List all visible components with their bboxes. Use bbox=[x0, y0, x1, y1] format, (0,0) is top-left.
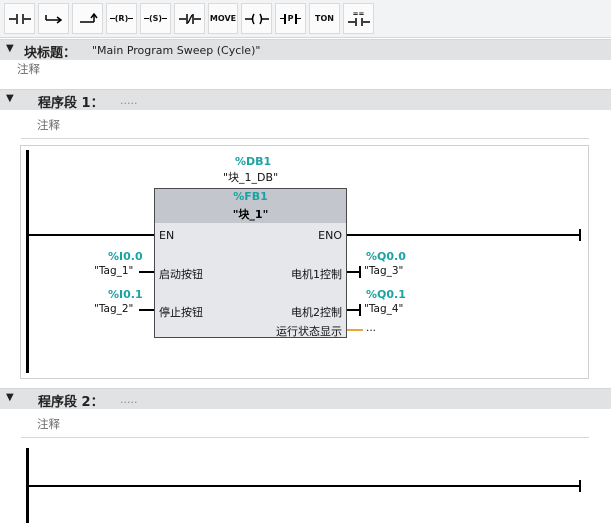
move-button[interactable]: MOVE bbox=[208, 3, 238, 34]
function-block-box[interactable]: %FB1 "块_1" EN ENO 启动按钮 停止按钮 电机1控制 电机2控制 … bbox=[154, 188, 347, 338]
move-label: MOVE bbox=[209, 14, 237, 23]
wire-end-marker bbox=[579, 480, 581, 492]
output-1-tag[interactable]: "Tag_3" bbox=[364, 265, 404, 277]
network-1-title-placeholder[interactable]: ..... bbox=[120, 94, 138, 107]
close-branch-icon bbox=[79, 12, 98, 23]
block-title-value[interactable]: "Main Program Sweep (Cycle)" bbox=[92, 44, 261, 57]
ladder-toolbar: (R) (S) MOVE P TON == bbox=[0, 0, 611, 38]
ton-timer-button[interactable]: TON bbox=[309, 3, 340, 34]
collapse-arrow-icon[interactable]: ▼ bbox=[6, 43, 14, 54]
stop-button-pin: 停止按钮 bbox=[159, 306, 203, 319]
collapse-arrow-icon[interactable]: ▼ bbox=[6, 392, 14, 403]
ton-label: TON bbox=[315, 14, 334, 23]
function-block-address: %FB1 bbox=[233, 190, 268, 203]
compare-button[interactable]: == bbox=[343, 3, 374, 34]
output-1-address: %Q0.0 bbox=[366, 250, 406, 263]
output-coil-button[interactable] bbox=[241, 3, 272, 34]
function-block-name: "块_1" bbox=[232, 208, 269, 221]
input-2-tag[interactable]: "Tag_2" bbox=[94, 303, 134, 315]
wire-end-marker bbox=[579, 229, 581, 241]
en-pin: EN bbox=[159, 229, 175, 242]
run-status-pin: 运行状态显示 bbox=[276, 325, 342, 338]
input-2-wire bbox=[139, 309, 154, 311]
compare-contact-icon bbox=[347, 18, 370, 26]
positive-edge-contact-button[interactable]: P bbox=[275, 3, 306, 34]
motor-1-control-pin: 电机1控制 bbox=[291, 268, 342, 281]
block-comment[interactable]: 注释 bbox=[17, 62, 40, 76]
output-2-wire bbox=[347, 309, 361, 311]
network-1-title: 程序段 1： bbox=[38, 96, 104, 111]
motor-2-control-pin: 电机2控制 bbox=[291, 306, 342, 319]
reset-coil-icon: (R) bbox=[109, 14, 134, 23]
output-2-marker bbox=[359, 304, 361, 316]
open-branch-button[interactable] bbox=[38, 3, 69, 34]
eno-wire bbox=[347, 234, 580, 236]
instance-db-address: %DB1 bbox=[235, 155, 272, 168]
nc-contact-icon bbox=[178, 13, 201, 24]
set-coil-button[interactable]: (S) bbox=[140, 3, 171, 34]
compare-label: == bbox=[352, 10, 365, 18]
network-1-header[interactable]: ▼ 程序段 1： ..... bbox=[0, 89, 611, 111]
start-button-pin: 启动按钮 bbox=[159, 268, 203, 281]
no-contact-icon bbox=[8, 13, 31, 24]
block-title-header[interactable]: ▼ 块标题： "Main Program Sweep (Cycle)" bbox=[0, 39, 611, 61]
network-2-empty-rung bbox=[28, 485, 580, 487]
instance-db-name[interactable]: "块_1_DB" bbox=[223, 171, 279, 184]
input-1-address: %I0.0 bbox=[108, 250, 143, 263]
p-contact-icon: P bbox=[280, 13, 301, 24]
comment-divider bbox=[21, 437, 589, 438]
close-branch-button[interactable] bbox=[72, 3, 103, 34]
input-1-wire bbox=[139, 271, 154, 273]
normally-closed-contact-button[interactable] bbox=[174, 3, 205, 34]
collapse-arrow-icon[interactable]: ▼ bbox=[6, 93, 14, 104]
output-1-marker bbox=[359, 266, 361, 278]
network-2-header[interactable]: ▼ 程序段 2： ..... bbox=[0, 388, 611, 410]
block-title-label: 块标题： bbox=[24, 46, 77, 61]
output-2-address: %Q0.1 bbox=[366, 288, 406, 301]
output-3-placeholder[interactable]: ... bbox=[366, 322, 377, 334]
set-coil-icon: (S) bbox=[143, 14, 168, 23]
reset-coil-button[interactable]: (R) bbox=[106, 3, 137, 34]
eno-pin: ENO bbox=[318, 229, 342, 242]
left-power-rail bbox=[26, 150, 29, 373]
input-1-tag[interactable]: "Tag_1" bbox=[94, 265, 134, 277]
comment-divider bbox=[21, 138, 589, 139]
output-3-unassigned-wire bbox=[347, 329, 363, 331]
function-block-header bbox=[155, 189, 346, 223]
network-2-title-placeholder[interactable]: ..... bbox=[120, 393, 138, 406]
network-2-comment[interactable]: 注释 bbox=[37, 417, 60, 431]
normally-open-contact-button[interactable] bbox=[4, 3, 35, 34]
network-1-comment[interactable]: 注释 bbox=[37, 118, 60, 132]
input-2-address: %I0.1 bbox=[108, 288, 143, 301]
en-wire bbox=[28, 234, 155, 236]
left-power-rail bbox=[26, 448, 29, 523]
output-coil-icon bbox=[244, 13, 269, 24]
output-2-tag[interactable]: "Tag_4" bbox=[364, 303, 404, 315]
open-branch-icon bbox=[44, 14, 62, 24]
output-1-wire bbox=[347, 271, 361, 273]
network-2-title: 程序段 2： bbox=[38, 395, 104, 410]
